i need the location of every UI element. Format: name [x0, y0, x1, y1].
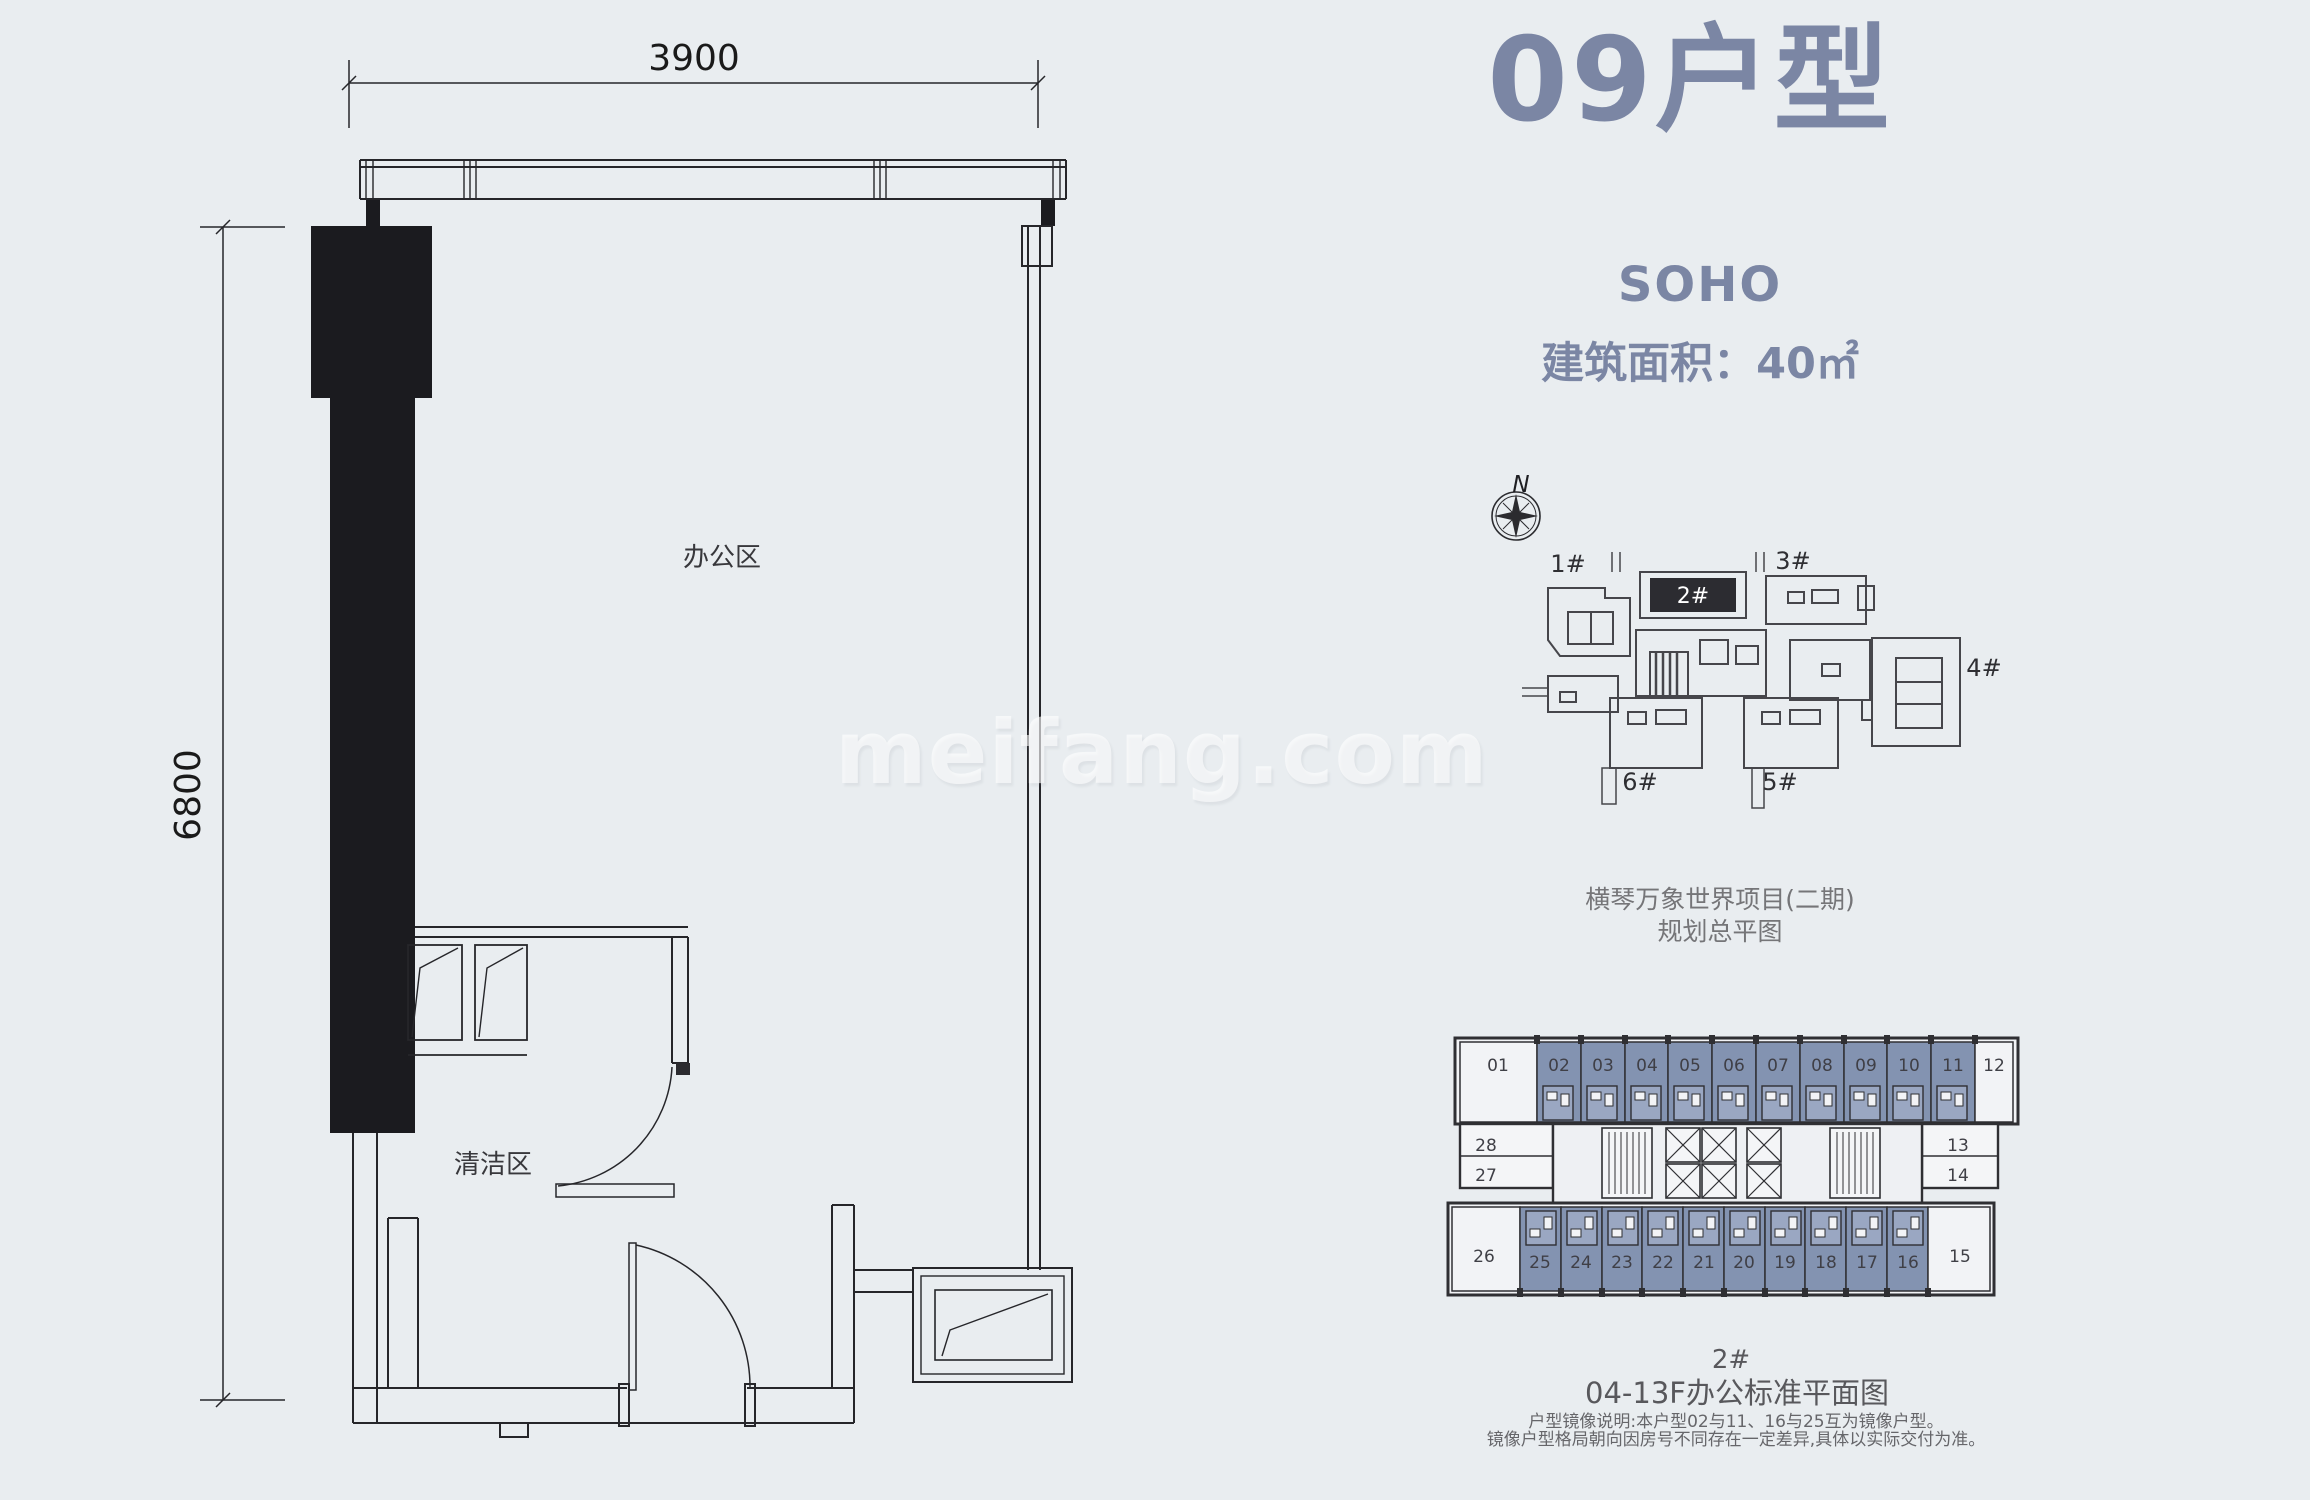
site-plan-caption-line2: 规划总平图: [1657, 917, 1783, 946]
unit-label: 23: [1611, 1253, 1633, 1273]
unit-label: 15: [1949, 1247, 1971, 1267]
office-area-label: 办公区: [683, 543, 761, 573]
dim-left-text: 6800: [168, 749, 209, 841]
site-building-5-label: 5#: [1762, 768, 1797, 796]
plate-note-line2: 镜像户型格局朝向因房号不同存在一定差异,具体以实际交付为准。: [1486, 1430, 1986, 1450]
bottom-wall: [353, 1383, 855, 1438]
unit-label: 22: [1652, 1253, 1674, 1273]
unit-label: 18: [1815, 1253, 1837, 1273]
right-wall: [1027, 227, 1041, 1270]
unit-label: 27: [1475, 1166, 1497, 1186]
unit-label: 21: [1693, 1253, 1715, 1273]
unit-label: 11: [1942, 1056, 1964, 1076]
unit-label: 13: [1947, 1136, 1969, 1156]
partition-windows: [407, 944, 528, 1056]
unit-label: 20: [1733, 1253, 1755, 1273]
cleaning-area-label: 清洁区: [454, 1150, 532, 1180]
site-building-3-label: 3#: [1775, 547, 1810, 575]
window-band-top: [359, 159, 1067, 267]
unit-label: 16: [1897, 1253, 1919, 1273]
plate-unit-labels: 01 02 03 04 05 06 07 08 09 10 11 12 28 2…: [1473, 1056, 2005, 1273]
plate-note-line1: 户型镜像说明:本户型02与11、16与25互为镜像户型。: [1528, 1412, 1944, 1432]
site-building-1-label: 1#: [1550, 550, 1585, 578]
unit-label: 07: [1767, 1056, 1789, 1076]
page-title: 09户型: [1487, 13, 1893, 148]
dimension-left: [200, 219, 285, 1408]
site-plan-caption-line1: 横琴万象世界项目(二期): [1585, 885, 1855, 914]
unit-label: 06: [1723, 1056, 1745, 1076]
bay-bottom-right: [831, 1204, 1073, 1388]
plate-caption-building: 2#: [1711, 1345, 1751, 1375]
unit-label: 19: [1774, 1253, 1796, 1273]
plate-columns-bottom: [1517, 1288, 1931, 1297]
unit-label: 04: [1636, 1056, 1658, 1076]
unit-subtitle: SOHO: [1617, 257, 1783, 313]
partition-wall: [415, 926, 690, 1075]
watermark: meifang.com: [835, 701, 1489, 804]
unit-area: 建筑面积：40㎡: [1541, 339, 1859, 389]
unit-label: 05: [1679, 1056, 1701, 1076]
unit-label: 09: [1855, 1056, 1877, 1076]
compass-star: [1494, 494, 1538, 538]
unit-label: 08: [1811, 1056, 1833, 1076]
unit-label: 14: [1947, 1166, 1969, 1186]
site-plan: 1# 2# 3# 4# 6# 5#: [1522, 547, 2002, 809]
unit-label: 26: [1473, 1247, 1495, 1267]
unit-label: 02: [1548, 1056, 1570, 1076]
site-building-4-label: 4#: [1966, 654, 2001, 682]
unit-label: 17: [1856, 1253, 1878, 1273]
compass: N: [1491, 472, 1541, 541]
bathroom-door: [555, 1066, 675, 1198]
unit-label: 01: [1487, 1056, 1509, 1076]
left-wall-lower: [352, 1133, 419, 1423]
plate-caption-title: 04-13F办公标准平面图: [1585, 1376, 1889, 1410]
compass-n-label: N: [1512, 472, 1529, 498]
floor-plan: 3900 6800: [168, 38, 1073, 1438]
site-building-2-label: 2#: [1677, 584, 1709, 609]
shaft-wall: [311, 226, 432, 1133]
unit-label: 10: [1898, 1056, 1920, 1076]
unit-label: 24: [1570, 1253, 1592, 1273]
site-building-6-label: 6#: [1622, 768, 1657, 796]
dimension-top: [341, 60, 1046, 128]
unit-label: 28: [1475, 1136, 1497, 1156]
unit-label: 12: [1983, 1056, 2005, 1076]
entry-door: [628, 1242, 751, 1391]
plate-columns-top: [1534, 1035, 1978, 1044]
unit-label: 03: [1592, 1056, 1614, 1076]
dim-top-text: 3900: [648, 38, 740, 79]
floor-plate: 01 02 03 04 05 06 07 08 09 10 11 12 28 2…: [1446, 1035, 2020, 1297]
unit-label: 25: [1529, 1253, 1551, 1273]
